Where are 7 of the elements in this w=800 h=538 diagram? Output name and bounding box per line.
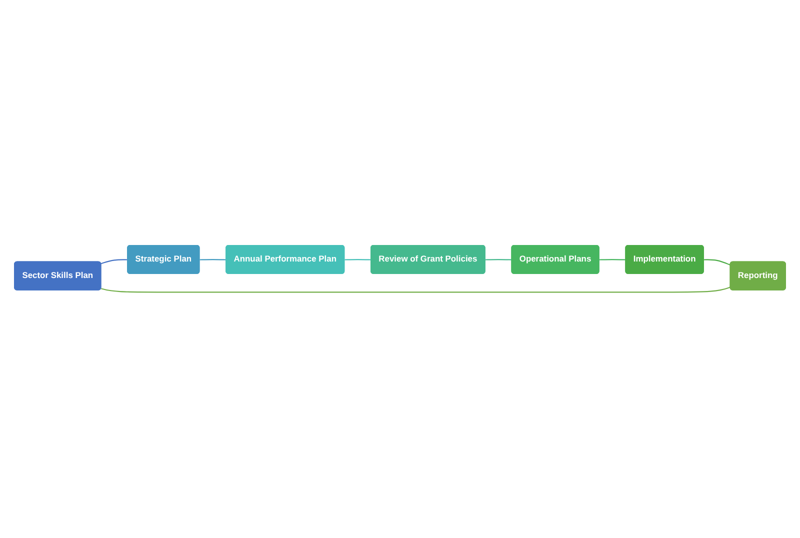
connector xyxy=(599,259,626,261)
connector xyxy=(344,259,372,261)
connector xyxy=(100,259,128,264)
connector xyxy=(200,259,226,261)
connector xyxy=(485,259,512,261)
connector xyxy=(100,286,730,293)
connector xyxy=(704,259,730,266)
